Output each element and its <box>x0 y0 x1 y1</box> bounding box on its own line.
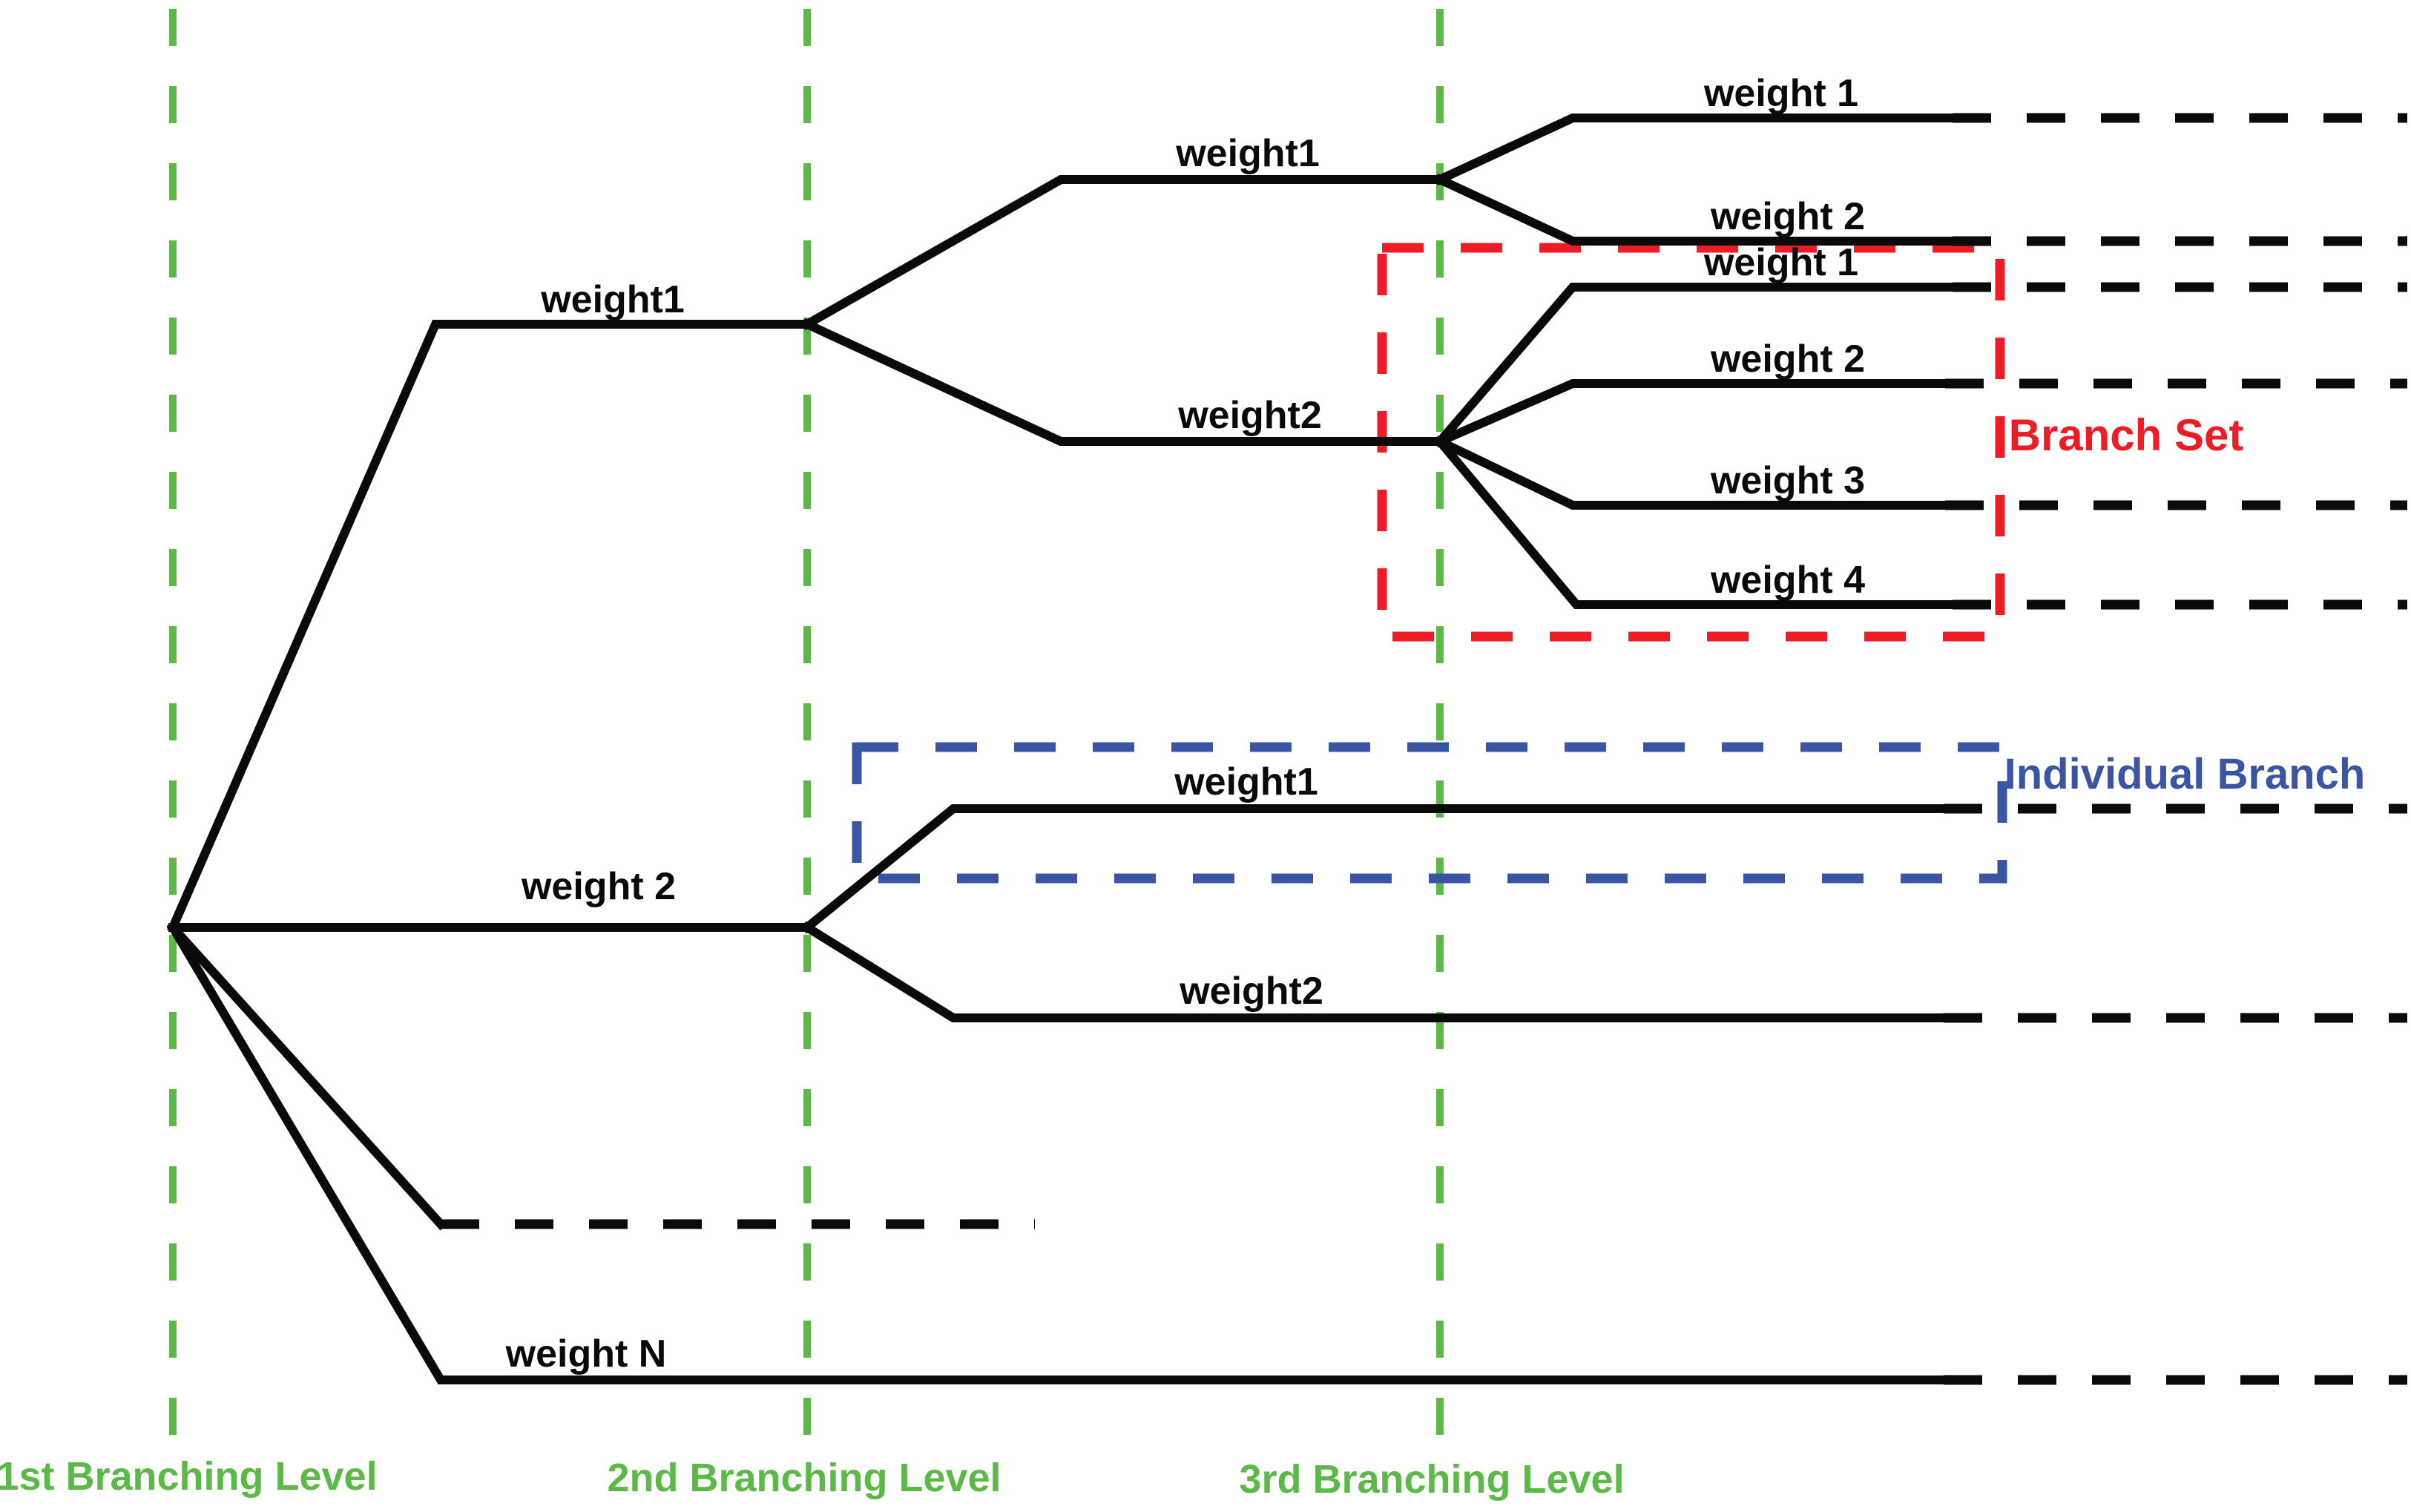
branch-set-box-label: Branch Set <box>2009 410 2244 460</box>
individual-branch-box <box>852 742 2007 884</box>
label-level-2: 2nd Branching Level <box>607 1456 1001 1500</box>
branch-l3-a-weight2-label: weight 2 <box>1710 195 1865 238</box>
branch-l2-up-weight1-label: weight1 <box>1175 132 1320 175</box>
branch-l3-b-weight4-label: weight 4 <box>1710 559 1865 602</box>
branch-l2-up-weight1-line <box>800 175 1444 331</box>
guides-layer <box>169 9 1444 1438</box>
branch-l3-b-weight1-label: weight 1 <box>1703 241 1858 284</box>
labels-layer: 1st Branching Level 2nd Branching Level 3r… <box>0 72 2365 1502</box>
label-level-3: 3rd Branching Level <box>1239 1457 1624 1502</box>
branch-l1-weightN-label: weight N <box>505 1332 667 1375</box>
branch-l3-a-weight2-line <box>1434 174 1957 246</box>
branch-set-box <box>1377 243 2005 642</box>
branch-l1-weight2-label: weight 2 <box>521 865 676 908</box>
tree-layer <box>166 113 2407 1385</box>
branch-l2-low-weight2-line <box>800 921 1948 1022</box>
branch-l3-b-weight3-line <box>1433 435 1950 510</box>
branch-l2-low-weight1-label: weight1 <box>1174 760 1318 803</box>
branch-l3-b-weight4-line <box>1433 435 1957 609</box>
individual-branch-box-label: Individual Branch <box>2004 750 2366 798</box>
branch-l2-up-weight2-line <box>801 318 1444 446</box>
branch-l3-a-weight1-label: weight 1 <box>1703 72 1858 115</box>
branch-l1-weight1-label: weight1 <box>540 278 685 321</box>
branch-l3-b-weight2-line <box>1434 379 1950 447</box>
branch-l2-low-weight1-line <box>800 804 1948 934</box>
branch-l1-stub-line <box>166 921 447 1231</box>
branch-l1-weightN-line <box>166 921 1948 1384</box>
branch-l3-b-weight1-line <box>1433 283 1957 448</box>
branch-l3-b-weight2-label: weight 2 <box>1710 338 1865 381</box>
branch-l3-b-weight3-label: weight 3 <box>1710 459 1865 502</box>
branch-l1-weight1-line <box>167 320 812 933</box>
branch-l2-low-weight2-label: weight2 <box>1179 970 1323 1013</box>
label-level-1: 1st Branching Level <box>0 1454 378 1499</box>
branch-l3-a-weight1-line <box>1434 114 1957 185</box>
branch-l2-up-weight2-label: weight2 <box>1177 394 1322 437</box>
